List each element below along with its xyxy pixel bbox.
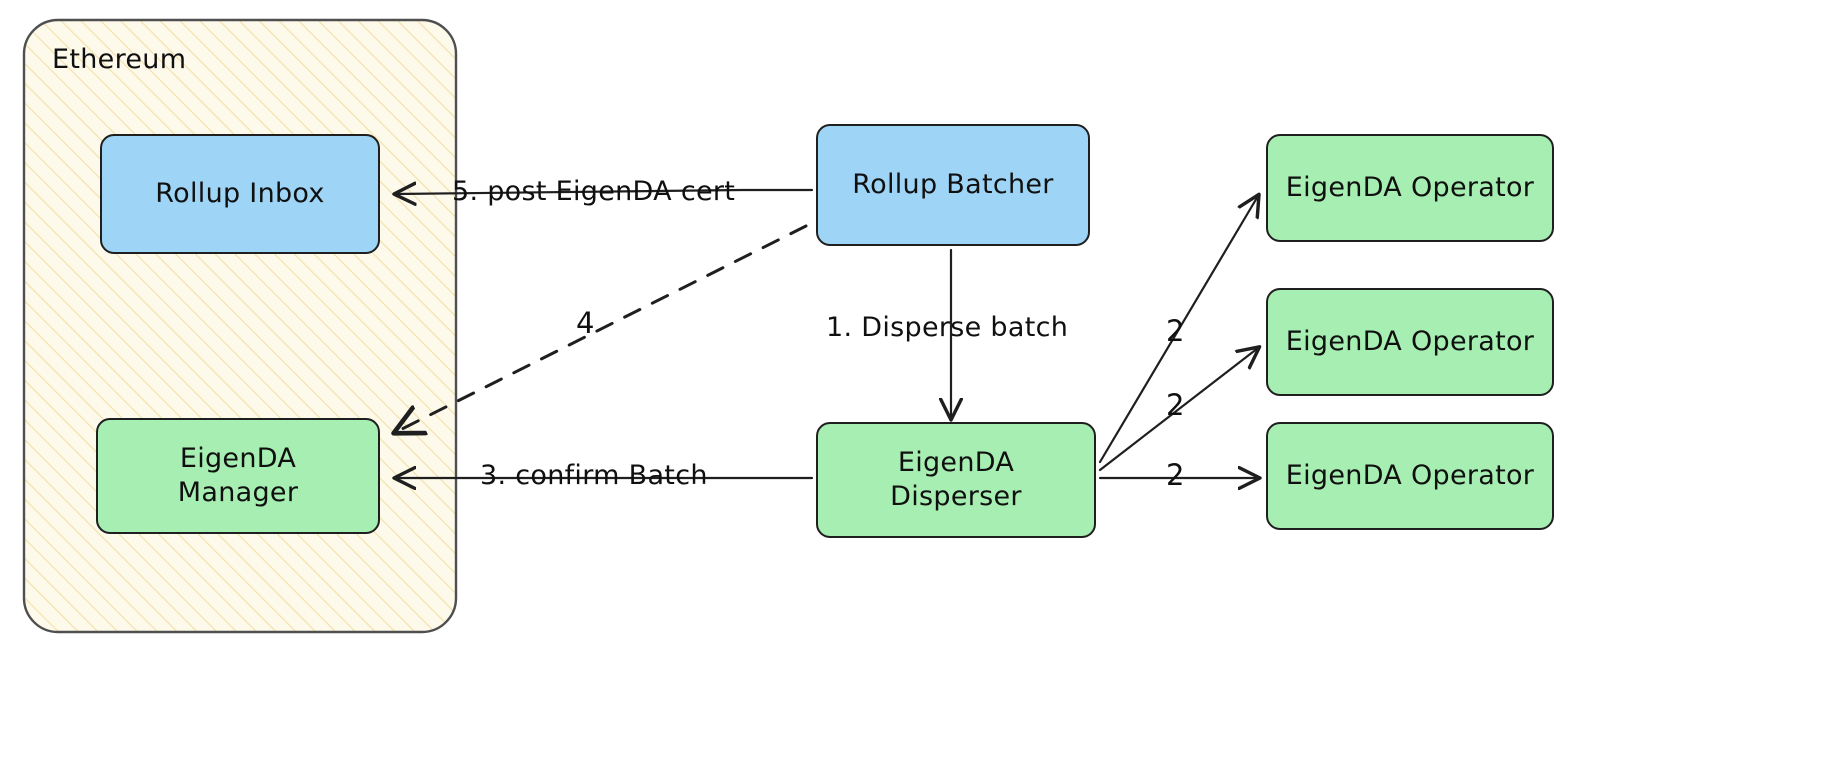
edge-label-four: 4	[576, 306, 595, 340]
node-eigenda-disperser-label: EigenDA Disperser	[890, 447, 1022, 512]
node-rollup-batcher[interactable]: Rollup Batcher	[816, 124, 1090, 246]
edge-label-confirm-batch: 3. confirm Batch	[480, 460, 708, 491]
node-rollup-inbox[interactable]: Rollup Inbox	[100, 134, 380, 254]
node-eigenda-operator-2[interactable]: EigenDA Operator	[1266, 288, 1554, 396]
edge-four-line	[396, 224, 808, 432]
node-eigenda-manager-label: EigenDA Manager	[177, 443, 299, 508]
edge-label-store-2: 2	[1166, 388, 1185, 422]
edge-label-post-cert: 5. post EigenDA cert	[452, 176, 736, 207]
node-eigenda-disperser[interactable]: EigenDA Disperser	[816, 422, 1096, 538]
edge-post-cert-line	[396, 190, 814, 194]
edge-store-1-line	[1098, 196, 1258, 464]
edge-label-store-3: 2	[1166, 458, 1185, 492]
node-eigenda-operator-1-label: EigenDA Operator	[1285, 172, 1535, 204]
node-eigenda-operator-3[interactable]: EigenDA Operator	[1266, 422, 1554, 530]
node-eigenda-operator-2-label: EigenDA Operator	[1285, 326, 1535, 358]
node-eigenda-operator-1[interactable]: EigenDA Operator	[1266, 134, 1554, 242]
edge-label-store-1: 2	[1166, 314, 1185, 348]
ethereum-group-label: Ethereum	[52, 44, 187, 75]
node-rollup-inbox-label: Rollup Inbox	[155, 178, 325, 210]
node-rollup-batcher-label: Rollup Batcher	[852, 169, 1054, 201]
edge-label-disperse-batch: 1. Disperse batch	[826, 312, 1069, 343]
ethereum-group-box	[22, 18, 458, 634]
node-eigenda-manager[interactable]: EigenDA Manager	[96, 418, 380, 534]
edge-store-2-line	[1098, 348, 1258, 472]
node-eigenda-operator-3-label: EigenDA Operator	[1285, 460, 1535, 492]
